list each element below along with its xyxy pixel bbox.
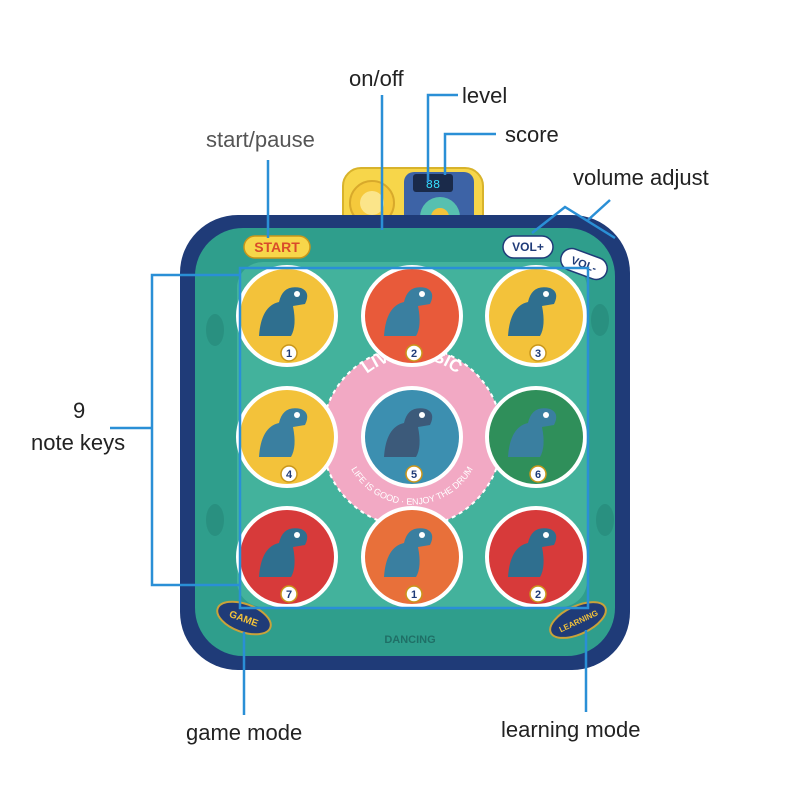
dino-skateboard-icon	[384, 287, 433, 336]
volume-adjust-label: volume adjust	[573, 165, 709, 190]
note-key-5[interactable]: 5	[361, 386, 463, 488]
note-key-number: 7	[286, 589, 292, 601]
score-label: score	[505, 122, 559, 147]
callout-lines	[110, 93, 616, 715]
note-key-badge	[405, 585, 423, 603]
note-key-number: 4	[286, 469, 293, 481]
dino-basketball-icon	[259, 287, 308, 336]
dino-eye-icon	[543, 532, 549, 538]
dino-sunglasses-icon	[384, 408, 433, 457]
start-pause-label: start/pause	[206, 127, 315, 152]
dino-eye-icon	[294, 291, 300, 297]
note-key-6[interactable]: 6	[485, 386, 587, 488]
note-key-number: 1	[411, 589, 417, 601]
speaker-face-icon	[360, 191, 384, 215]
note-key-8[interactable]: 1	[361, 506, 463, 608]
dino-eye-icon	[419, 291, 425, 297]
note-key-badge	[405, 344, 423, 362]
note-key-number: 1	[286, 348, 292, 360]
dino-eye-icon	[294, 532, 300, 538]
start-label: START	[254, 239, 300, 255]
note-keys-count-label: 9	[73, 398, 86, 423]
callout-line-level	[426, 93, 458, 182]
score-display	[413, 174, 453, 192]
dino-headphones-icon	[508, 528, 557, 577]
note-key-badge	[529, 585, 547, 603]
start-button[interactable]: START	[243, 235, 311, 259]
dino-eye-icon	[294, 412, 300, 418]
note-key-badge	[280, 465, 298, 483]
on-off-label: on/off	[349, 66, 404, 91]
note-key-3[interactable]: 3	[485, 265, 587, 367]
note-key-number: 5	[411, 469, 417, 481]
note-key-4[interactable]: 4	[236, 386, 338, 488]
note-keys-label: note keys	[31, 430, 126, 455]
vol-plus-label: VOL+	[512, 240, 544, 254]
dino-eye-icon	[419, 532, 425, 538]
dino-car-icon	[259, 408, 308, 457]
note-key-7[interactable]: 7	[236, 506, 338, 608]
callout-line-score	[443, 132, 496, 175]
dino-eye-icon	[419, 412, 425, 418]
dancing-label: DANCING	[384, 634, 435, 646]
note-key-number: 3	[535, 348, 541, 360]
dino-camera-icon	[259, 528, 308, 577]
note-key-1[interactable]: 1	[236, 265, 338, 367]
note-key-2[interactable]: 2	[361, 265, 463, 367]
note-key-badge	[529, 344, 547, 362]
score-digits: 88	[426, 178, 440, 192]
level-label: level	[462, 83, 508, 108]
note-key-number: 2	[411, 348, 417, 360]
learning-mode-label: learning mode	[501, 717, 641, 742]
dino-eye-icon	[543, 412, 549, 418]
callout-line-volume	[587, 199, 611, 221]
note-key-badge	[405, 465, 423, 483]
keys-highlight-box	[238, 266, 590, 610]
note-key-number: 6	[535, 469, 541, 481]
game-mode-label: game mode	[186, 720, 303, 745]
footprint-icon	[206, 304, 614, 536]
note-key-number: 2	[535, 589, 541, 601]
dino-ukulele-icon	[384, 528, 433, 577]
dino-guitar-icon	[508, 287, 557, 336]
note-key-badge	[280, 344, 298, 362]
game-button[interactable]: GAME	[213, 595, 275, 640]
note-keys: 1 2 3 4 5 6 7 1 2	[236, 265, 587, 608]
dino-skateboard-icon	[508, 408, 557, 457]
volume-down-button[interactable]: VOL-	[558, 245, 611, 282]
callout-line-volume-bracket	[531, 205, 616, 240]
dino-eye-icon	[543, 291, 549, 297]
callout-line-keys-bracket	[150, 273, 240, 587]
note-key-9[interactable]: 2	[485, 506, 587, 608]
volume-up-button[interactable]: VOL+	[502, 235, 554, 259]
note-key-badge	[280, 585, 298, 603]
note-key-badge	[529, 465, 547, 483]
